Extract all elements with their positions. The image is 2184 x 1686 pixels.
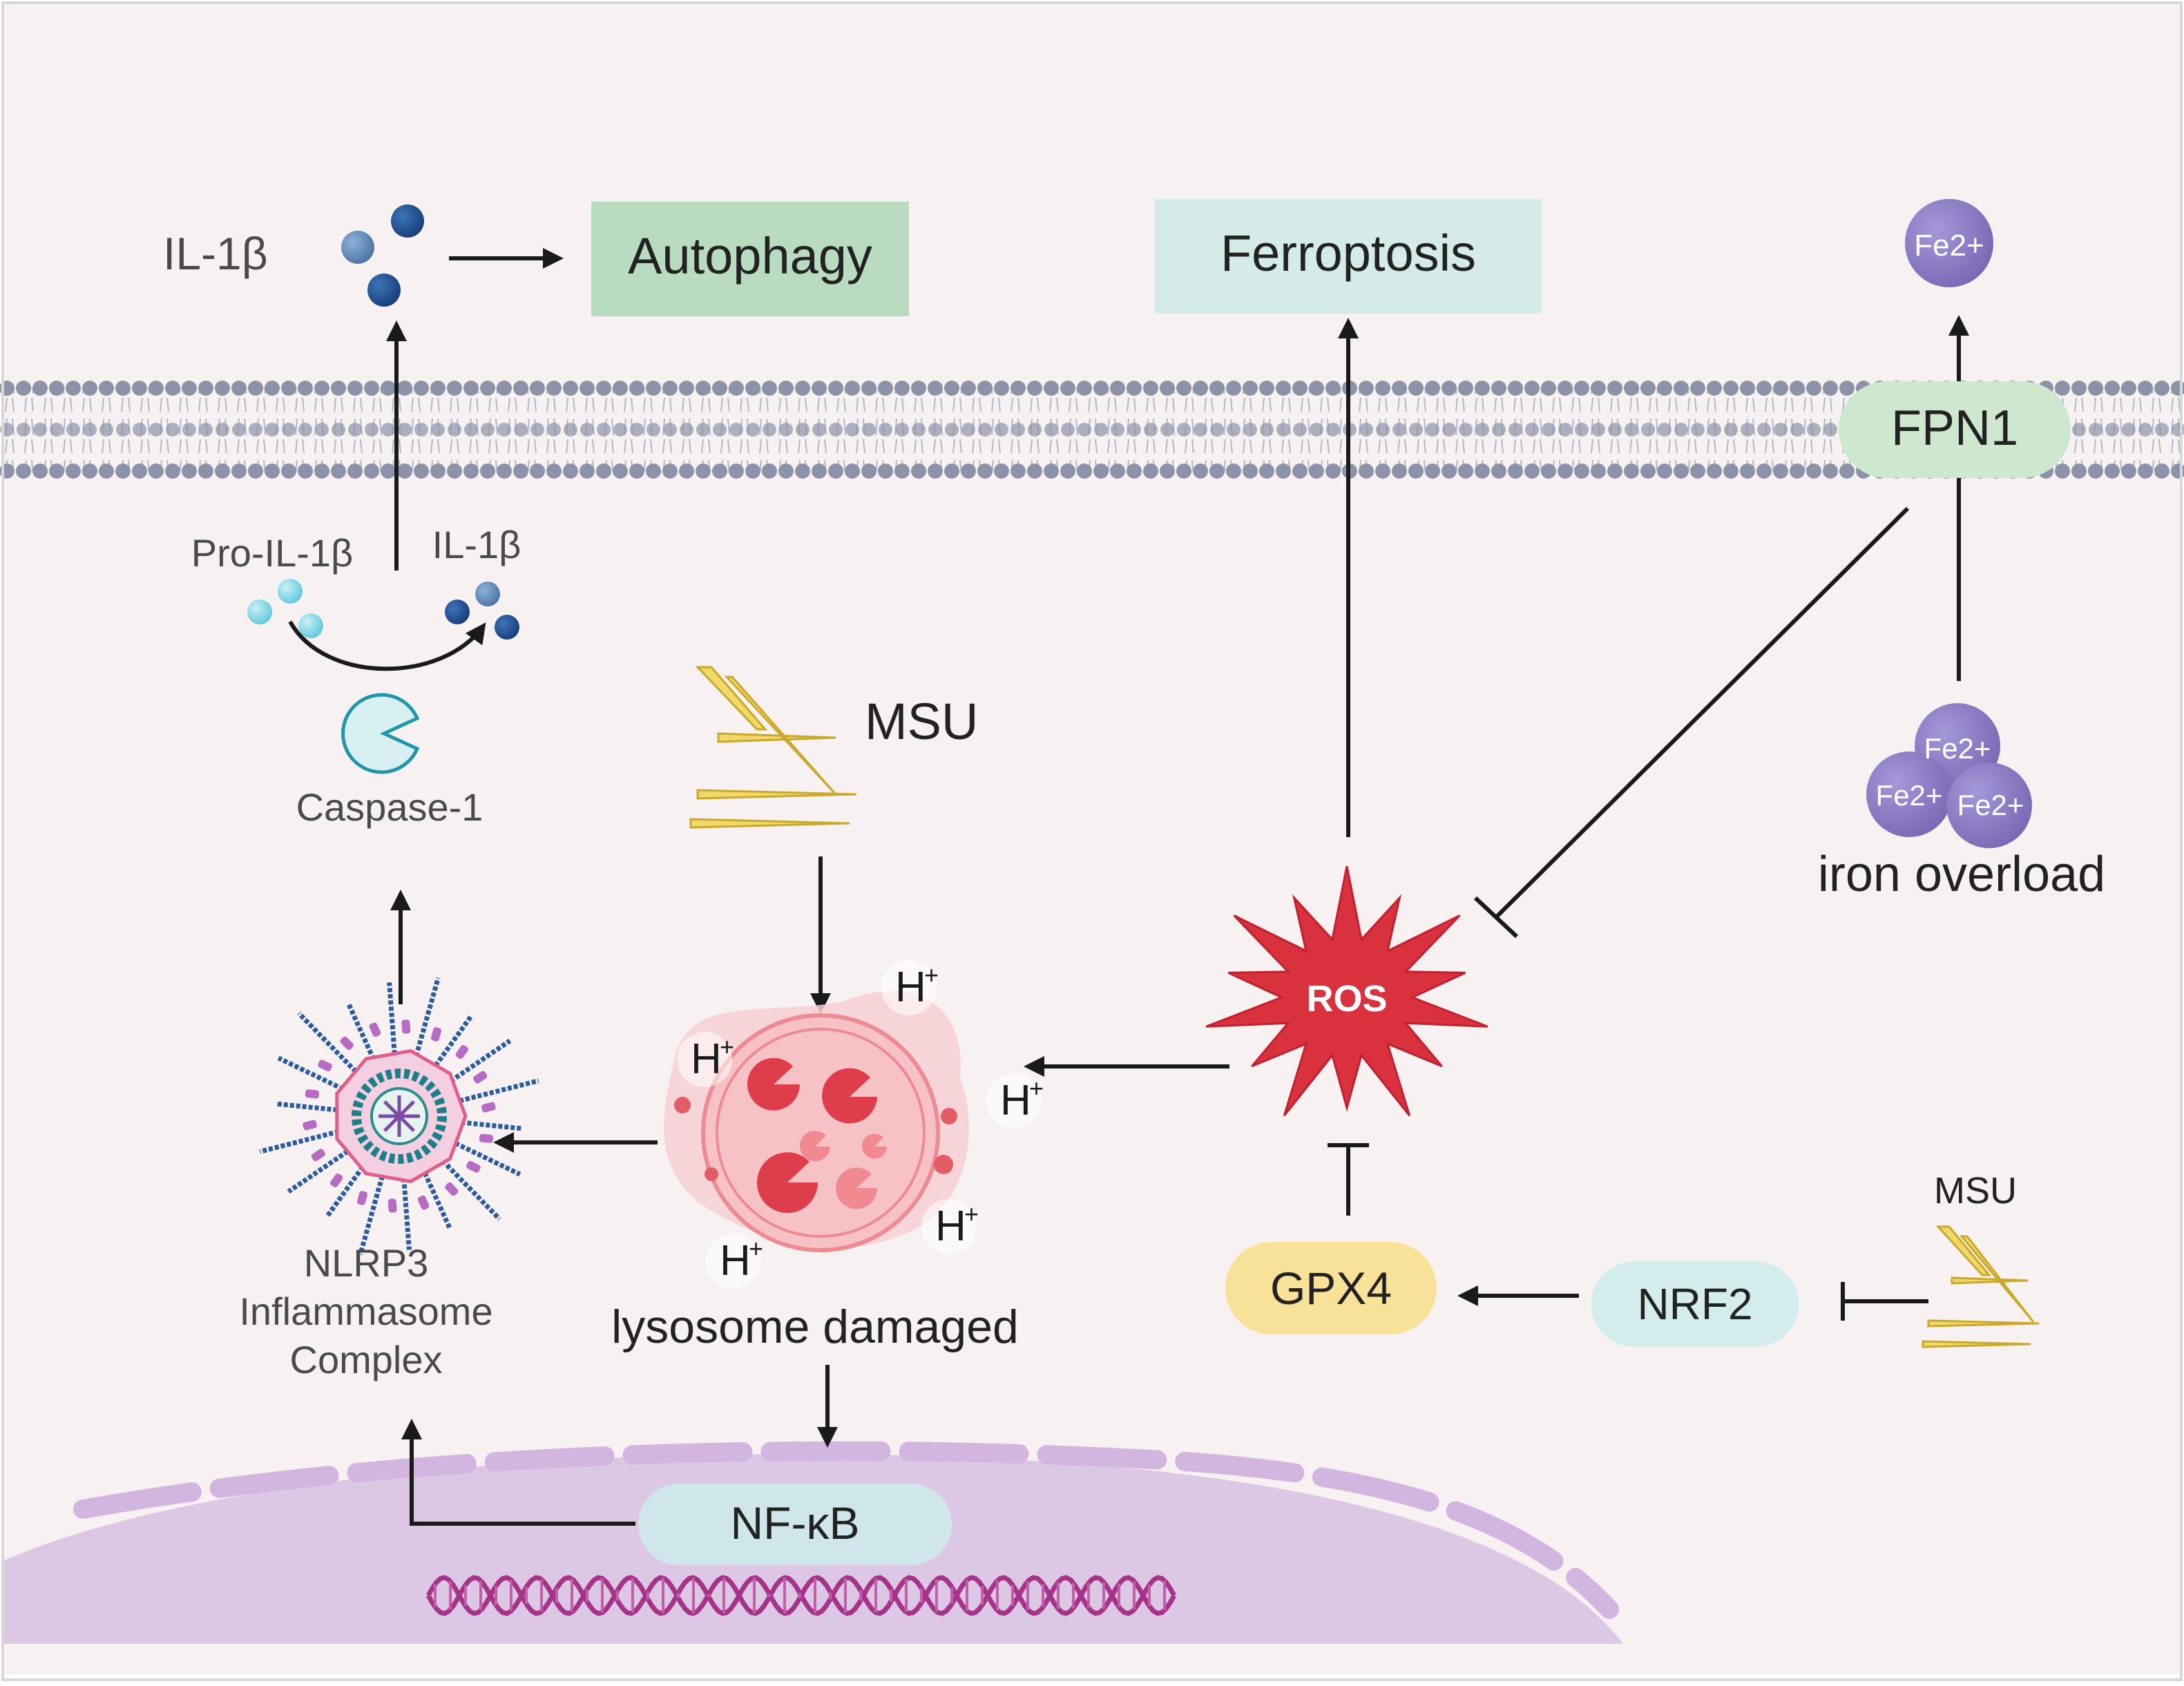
fpn1-label: FPN1 xyxy=(1891,401,2018,456)
fe-cluster-label-b: Fe2+ xyxy=(1876,779,1943,812)
caspase1-icon xyxy=(341,693,420,774)
nlrp3-label-line1: NLRP3 xyxy=(304,1241,429,1285)
proton-charge: + xyxy=(924,961,939,989)
il1b-small-label: IL-1β xyxy=(432,523,521,566)
proton-charge: + xyxy=(1029,1074,1044,1102)
fe-exported-label: Fe2+ xyxy=(1914,229,1984,262)
background xyxy=(3,3,2181,1674)
iron-overload-label: iron overload xyxy=(1818,847,2105,902)
iron-overload-cluster: Fe2+ Fe2+ Fe2+ xyxy=(1866,703,2032,848)
proton-label: H xyxy=(1000,1077,1031,1124)
nlrp3-label-line2: Inflammasome xyxy=(239,1290,492,1333)
inhibit-bar-fpn1-to-ros xyxy=(1473,896,1519,939)
autophagy-box xyxy=(591,202,909,316)
msu-crystals-main xyxy=(689,666,857,829)
fe-cluster-label-c: Fe2+ xyxy=(1957,789,2024,821)
nlrp3-label-line3: Complex xyxy=(290,1338,443,1381)
il1b-small-molecules xyxy=(445,582,519,640)
arrow-nfkb-to-nlrp3 xyxy=(401,1419,635,1526)
proton-charge: + xyxy=(720,1033,734,1061)
autophagy-label: Autophagy xyxy=(628,227,872,285)
il1b-top-molecules xyxy=(341,204,424,307)
msu-right-label: MSU xyxy=(1934,1170,2017,1211)
caspase1-label: Caspase-1 xyxy=(296,785,483,829)
gpx4-label: GPX4 xyxy=(1270,1263,1392,1314)
proton-labels: H+H+H+H+H+ xyxy=(677,960,1044,1289)
inhibit-line-fpn1-to-ros xyxy=(1495,506,1910,918)
nlrp3-inflammasome-icon xyxy=(259,977,539,1256)
msu-crystals-right xyxy=(1922,1225,2040,1348)
fe-cluster-label-a: Fe2+ xyxy=(1924,732,1991,765)
il1b-top-label: IL-1β xyxy=(163,228,268,279)
ferroptosis-label: Ferroptosis xyxy=(1220,224,1476,282)
msu-main-label: MSU xyxy=(865,693,978,750)
dna-helix xyxy=(425,1575,1177,1616)
damaged-lysosome-icon xyxy=(664,990,969,1252)
pro-il1b-molecules xyxy=(247,579,323,638)
nfkb-pill xyxy=(638,1484,952,1565)
nrf2-label: NRF2 xyxy=(1637,1279,1752,1329)
ros-starburst-icon xyxy=(1205,865,1488,1117)
proton-charge: + xyxy=(749,1234,763,1263)
fe-exported-ion: Fe2+ xyxy=(1905,199,1993,287)
proton-label: H xyxy=(691,1035,722,1083)
fpn1-pill xyxy=(1839,381,2071,478)
pro-il1b-label: Pro-IL-1β xyxy=(191,531,354,575)
proton-label: H xyxy=(935,1203,966,1250)
nrf2-pill xyxy=(1591,1261,1799,1347)
lysosome-label: lysosome damaged xyxy=(611,1301,1019,1353)
nfkb-label: NF-κB xyxy=(731,1497,860,1549)
proton-charge: + xyxy=(964,1200,979,1228)
ros-label: ROS xyxy=(1306,978,1387,1019)
arrow-cleavage xyxy=(288,620,486,671)
proton-label: H xyxy=(895,964,926,1011)
proton-label: H xyxy=(720,1237,751,1285)
ferroptosis-box xyxy=(1155,199,1542,314)
gpx4-pill xyxy=(1225,1242,1437,1334)
